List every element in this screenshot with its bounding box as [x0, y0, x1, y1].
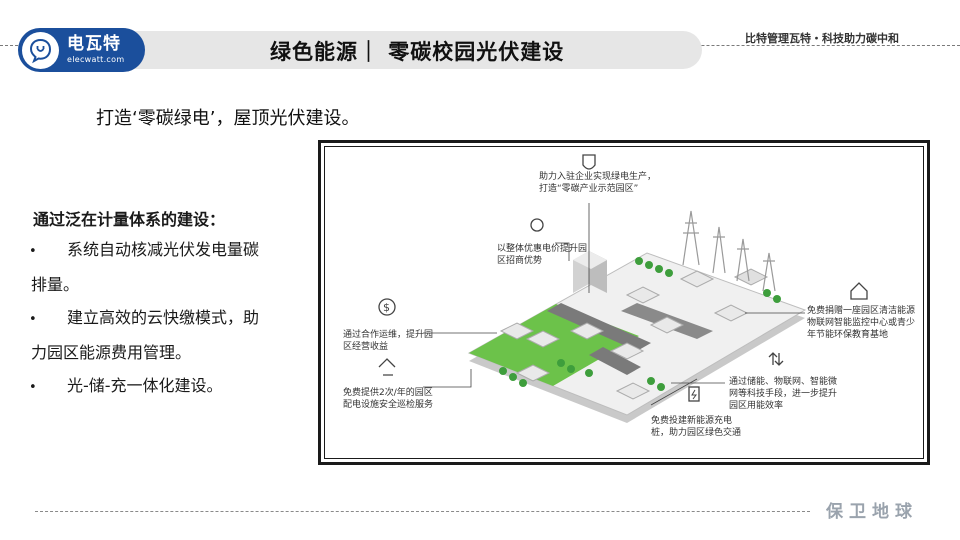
road	[547, 303, 651, 351]
tree-row	[499, 257, 781, 391]
bullet-heading: 通过泛在计量体系的建设：	[33, 210, 226, 229]
subtitle: 打造‘零碳绿电’，屋顶光伏建设。	[96, 108, 360, 129]
building	[499, 322, 535, 340]
bullet-list: 通过泛在计量体系的建设： • 系统自动核减光伏发电量碳 排量。 • 建立高效的云快缴…	[29, 207, 298, 404]
footer-tagline: 保卫地球	[826, 502, 918, 522]
building	[525, 330, 561, 348]
money-hand-icon	[530, 218, 544, 232]
page-title: 绿色能源｜ 零碳校园光伏建设	[270, 40, 565, 64]
title-bar	[95, 31, 702, 69]
bullet-item: • 系统自动核减光伏发电量碳	[29, 233, 298, 268]
bullet-text: 排量。	[31, 275, 80, 294]
label-maintenance: 免费提供2次/年的园区配电设施安全巡检服务	[343, 388, 434, 410]
building	[569, 322, 605, 340]
building	[625, 286, 661, 304]
bullet-marker: •	[29, 312, 37, 327]
label-charging: 免费投建新能源充电桩，助力园区绿色交通	[651, 416, 742, 438]
bullet-text: 力园区能源费用管理。	[31, 343, 192, 362]
road	[589, 347, 641, 375]
footer-divider	[35, 511, 810, 512]
bullet-marker: •	[29, 380, 37, 395]
label-ops: 通过合作运维，提升园区经营收益	[343, 330, 434, 352]
building	[679, 270, 715, 288]
recycle-icon	[378, 358, 396, 376]
label-green-power: 助力入驻企业实现绿电生产，打造“零碳产业示范园区”	[539, 172, 657, 194]
park-map-svg: $	[378, 154, 868, 423]
shield-icon	[582, 154, 596, 170]
tower-roof	[573, 251, 607, 269]
logo-url: elecwatt.com	[67, 55, 125, 64]
exchange-icon	[768, 352, 784, 366]
logo-name: 电瓦特	[67, 34, 121, 54]
bullet-text: 光-储-充一体化建设。	[67, 376, 223, 395]
bullet-marker: •	[29, 244, 37, 259]
label-iot: 通过储能、物联网、智能微网等科技手段，进一步提升园区用能效率	[729, 377, 838, 411]
home-icon	[850, 282, 868, 300]
building	[615, 382, 651, 400]
bullet-item-continuation: 排量。	[31, 268, 298, 301]
bullet-item: • 光-储-充一体化建设。	[29, 369, 298, 404]
dollar-icon: $	[378, 298, 396, 316]
leader-lines	[423, 203, 805, 406]
brand-logo[interactable]: 电瓦特 elecwatt.com	[18, 28, 145, 72]
charging-icon	[688, 386, 700, 402]
park-illustration: $ 助力入驻企业实现绿电生产，打造“零碳产业示范园区” 以整体优惠电价提升园区招…	[318, 140, 930, 465]
lightbulb-chat-icon	[22, 31, 59, 69]
building	[733, 268, 769, 286]
label-price: 以整体优惠电价提升园区招商优势	[497, 244, 588, 266]
building	[609, 342, 645, 360]
bullet-text: 建立高效的云快缴模式，助	[67, 308, 260, 327]
bullet-item-continuation: 力园区能源费用管理。	[31, 336, 298, 369]
power-pylons	[682, 210, 776, 292]
bullet-item: • 建立高效的云快缴模式，助	[29, 301, 298, 336]
bullet-text: 系统自动核减光伏发电量碳	[67, 240, 260, 259]
svg-text:$: $	[383, 301, 390, 314]
slogan: 比特管理瓦特・科技助力碳中和	[745, 32, 899, 45]
building	[649, 316, 685, 334]
label-education: 免费捐赠一座园区清洁能源物联网智能监控中心或青少年节能环保教育基地	[807, 306, 916, 340]
building	[515, 364, 551, 382]
